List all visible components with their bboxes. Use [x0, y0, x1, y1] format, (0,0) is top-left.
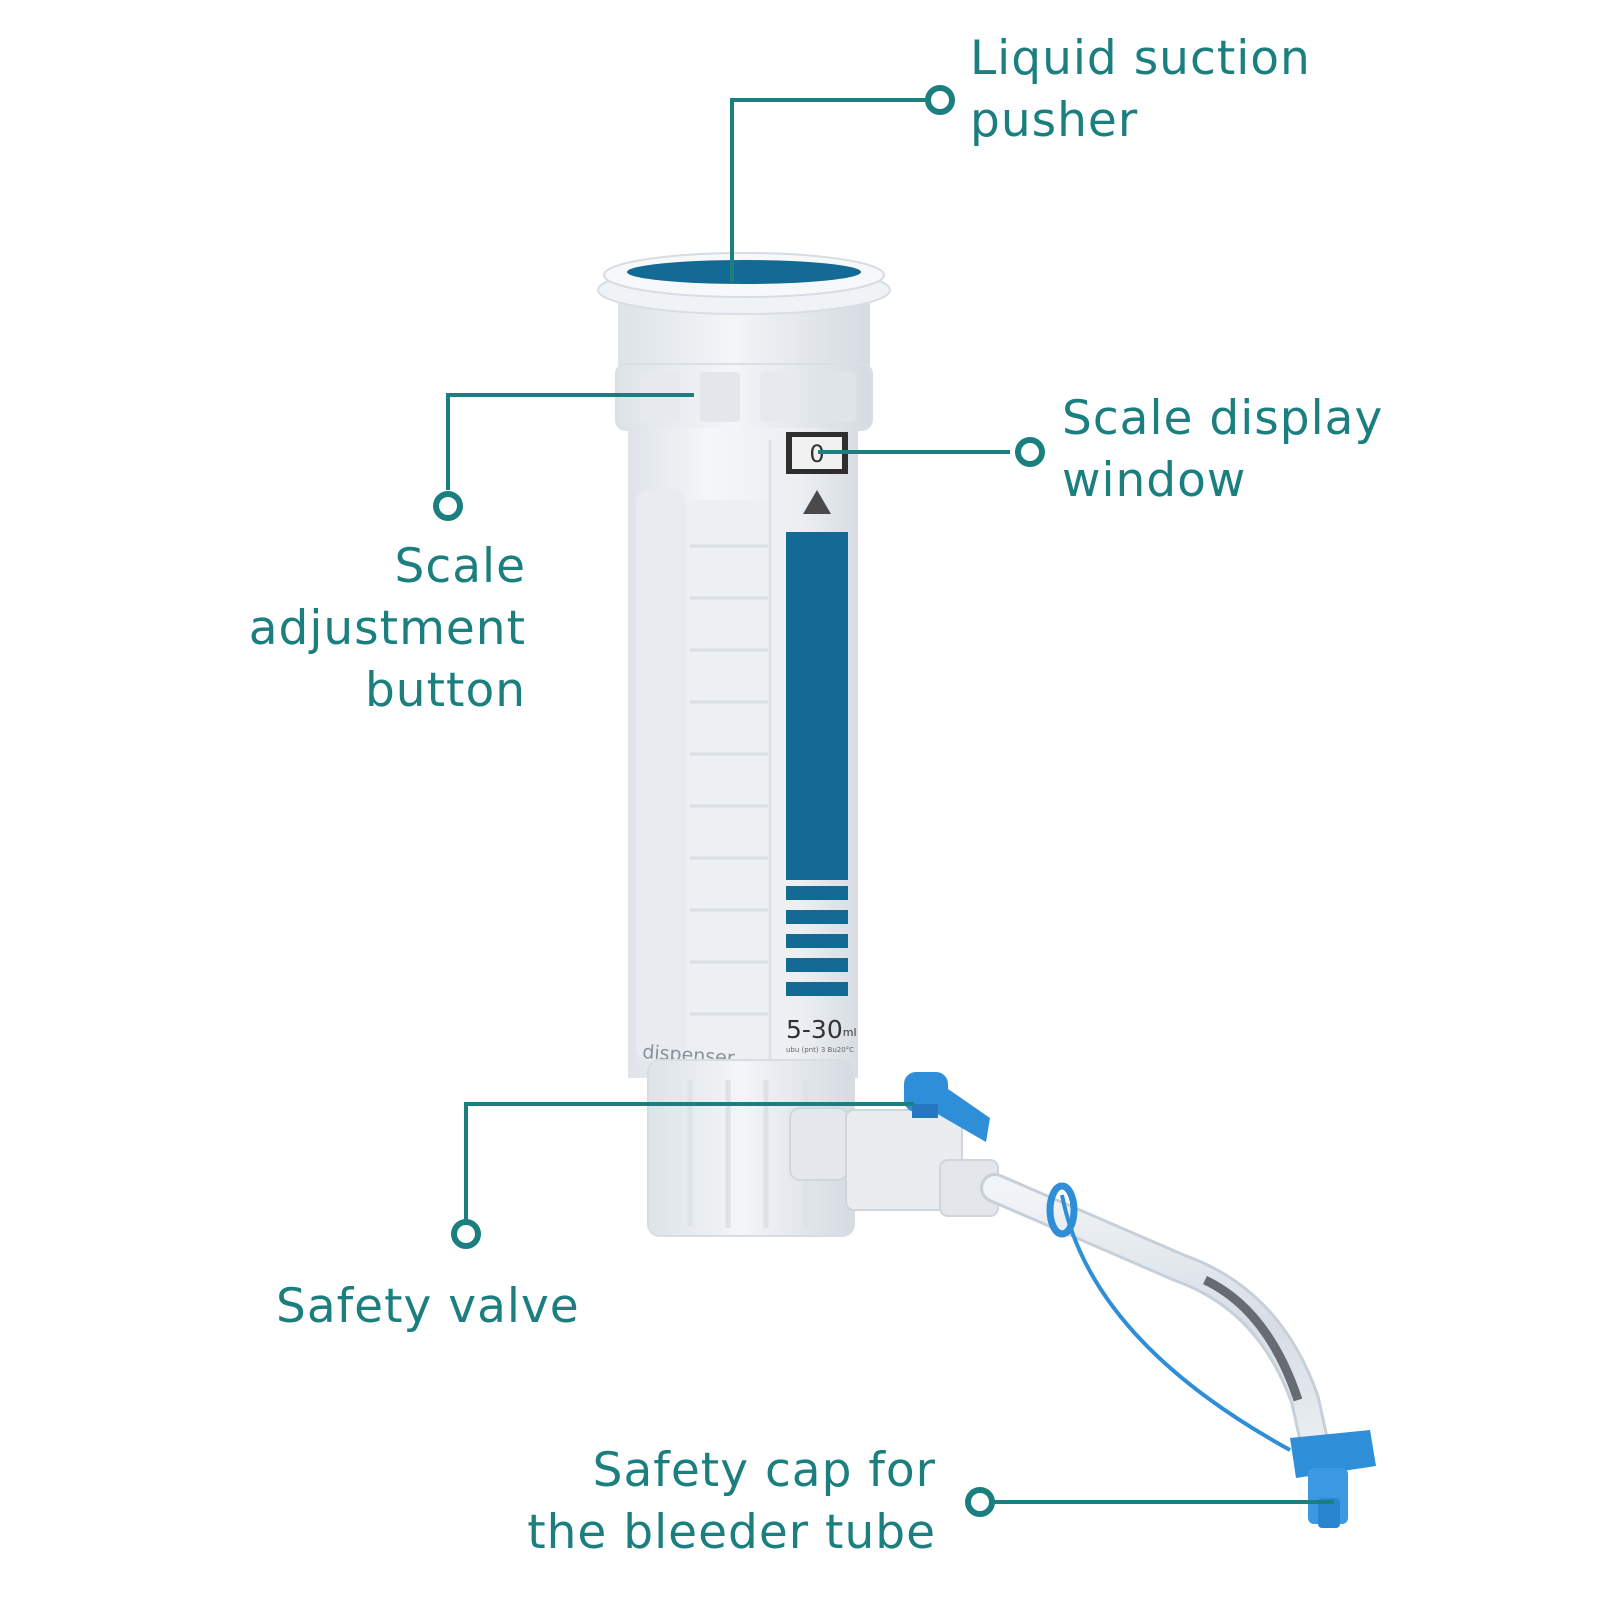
label-line: pusher	[970, 93, 1139, 148]
callout-dots	[433, 85, 1045, 1517]
label-line: Scale display	[1062, 391, 1384, 446]
label-line: the bleeder tube	[527, 1505, 936, 1560]
label-line: button	[364, 663, 526, 718]
bleeder-tube	[980, 1173, 1335, 1483]
label-line: window	[1062, 453, 1247, 508]
window-dot	[1015, 437, 1045, 467]
scale-stripes	[786, 886, 848, 996]
label-safety-valve: Safety valve	[276, 1276, 580, 1338]
valve-dot	[451, 1219, 481, 1249]
scale-display-window: 0	[786, 432, 848, 474]
valve-handle-icon	[904, 1072, 990, 1142]
label-line: Liquid suction	[970, 31, 1311, 86]
pusher-dot	[925, 85, 955, 115]
scale-adjustment-ring	[615, 363, 873, 431]
dispenser-body: 0 5-30ml ubu (pnt) 3 Bu20°C dispenser	[628, 428, 858, 1078]
liquid-suction-pusher	[597, 252, 891, 370]
volume-range-label: 5-30ml	[786, 1015, 857, 1044]
pusher-leader-line	[730, 98, 928, 282]
adjust-dot	[433, 491, 463, 521]
label-line: Safety valve	[276, 1279, 580, 1334]
label-line: Scale	[394, 539, 526, 594]
label-scale-adjustment-button: Scale adjustment button	[249, 536, 526, 722]
valve-leader-line	[464, 1102, 914, 1226]
label-safety-cap: Safety cap for the bleeder tube	[527, 1440, 936, 1564]
blue-scale-strip	[786, 532, 848, 880]
cap-dot	[965, 1487, 995, 1517]
callout-lines	[446, 98, 1334, 1504]
fine-print: ubu (pnt) 3 Bu20°C	[786, 1046, 854, 1054]
window-value: 0	[809, 440, 824, 468]
label-line: Safety cap for	[592, 1443, 936, 1498]
grip-ribs	[690, 544, 768, 1016]
label-line: adjustment	[248, 601, 526, 656]
safety-cap	[1290, 1430, 1376, 1528]
valve-housing	[647, 1059, 855, 1237]
safety-valve	[845, 1072, 999, 1217]
label-scale-display-window: Scale display window	[1062, 388, 1383, 512]
adjust-leader-line	[446, 393, 694, 490]
label-liquid-suction-pusher: Liquid suction pusher	[970, 28, 1311, 152]
indicator-triangle-icon	[803, 490, 831, 514]
